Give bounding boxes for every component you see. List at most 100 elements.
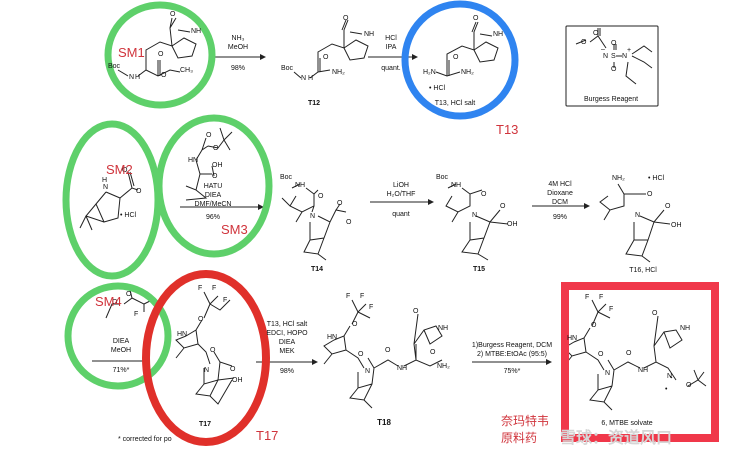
atom-label-s: S [611,53,616,60]
bond-path-9 [599,183,671,263]
atom-label-o: O [652,310,658,317]
atom-label-o: O [198,316,204,323]
step-2-reagent: IPA [385,44,397,51]
atom-label-cn: N [667,373,673,380]
atom-label-hn: HN [327,334,338,341]
atom-label-boc: Boc [108,63,121,70]
molecule-skeletons [79,17,707,411]
reaction-arrow-head [546,359,552,365]
bond-path-7 [281,183,347,261]
atom-label-nh: NH [397,365,408,372]
atom-label-nh: NH [438,325,449,332]
compound-label-t16: T16, HCl [629,267,657,274]
step-3-reagent: DMF/MeCN [194,201,232,208]
step-1-reagent: MeOH [227,44,249,51]
atom-label-hcl: • HCl [648,175,665,182]
bond-path-11 [175,291,235,405]
bond-path-4 [575,28,653,85]
bond-path-1 [117,17,197,77]
step-4-reagent: LiOH [393,182,409,189]
atom-label-o: O [430,349,436,356]
step-7-reagent: DIEA [278,339,296,346]
atom-label-f: F [369,304,374,311]
step-2-yield: quant. [381,65,401,72]
step-5-reagent: DCM [552,199,568,206]
step-8-reagent: 2) MTBE:EtOAc (95:5) [476,351,548,358]
annotation-sm4: SM4 [95,294,122,309]
annotation-marks [62,0,719,446]
atom-label-o: O [161,72,167,79]
atom-label-nh: NH [191,28,202,35]
atom-label-o: O [213,145,219,152]
atom-label-n: N [622,53,628,60]
step-5-reagent: Dioxane [547,190,573,197]
atom-label-nh2: NH₂ [461,69,474,76]
atom-label-nh: NH [638,367,649,374]
atom-label-o: O [352,321,358,328]
atom-label-h2n: H₂N [423,69,436,76]
atom-label-nh: NH [680,325,691,332]
atom-label-o: O [500,203,506,210]
atom-label-nh: NH [451,182,462,189]
step-3-reagent: DIEA [204,192,222,199]
step-7-reagent: EDCI, HOPO [266,330,308,337]
atom-label-f: F [223,297,228,304]
step-7-reagent: T13, HCl salt [266,321,308,328]
atom-label-f: F [212,285,217,292]
atom-label-o: O [598,351,604,358]
atom-label-o: O [581,39,587,46]
atom-label-hn: HN [567,335,578,342]
atom-label-o: O [611,66,617,73]
atom-label-o: O [343,15,349,22]
atom-label-n: N [103,184,109,191]
atom-label-o: O [206,132,212,139]
atom-label-n: N [365,368,371,375]
atom-label-o: O [158,51,164,58]
atom-label-o: O [593,30,599,37]
atom-label-hcl: • HCl [429,85,446,92]
bond-path-12 [323,299,443,409]
atom-label-n: N [204,367,210,374]
bond-path-5 [79,171,139,231]
bond-path-2 [293,19,369,79]
step-4-yield: quant [392,211,410,218]
annotation-t13: T13 [496,122,519,137]
atom-label-hn: HN [188,157,199,164]
compound-label-t12: T12 [307,100,321,107]
step-8-yield: 75%* [503,368,521,375]
bond-path-8 [445,183,509,261]
watermark: 雪球：资道风口 [560,430,673,447]
atom-label-n: N [301,75,307,82]
atom-label-o: O [170,11,176,18]
atom-label-o: O [323,54,329,61]
atom-label-n: N [472,212,478,219]
compound-label-t13: T13, HCl salt [434,100,476,107]
atom-label-o: O [473,15,479,22]
atom-label-o: O [358,351,364,358]
atom-label-o: O [126,291,132,298]
atom-label-nh: H [308,75,314,82]
atom-label-oh: OH [671,222,682,229]
annotation-t17: T17 [256,428,279,443]
atom-label-oh: OH [232,377,243,384]
compound-label-t17: T17 [198,421,212,428]
reaction-arrow-head [260,54,266,60]
atom-label-o: O [413,308,419,315]
atom-label-dot: • [665,386,668,393]
sm1-highlight-circle [104,1,216,109]
t13-highlight-circle [401,0,519,120]
reaction-arrow-head [584,203,590,209]
atom-label-f: F [360,293,365,300]
step-3-yield: 96% [205,214,221,221]
step-6-reagent: DIEA [112,338,130,345]
atom-label-nh: NH [364,31,375,38]
atom-label-nh: NH [493,31,504,38]
atom-label-o: O [647,191,653,198]
atom-label-o: O [112,299,118,306]
annotation-sm3: SM3 [221,222,248,237]
step-7-yield: 98% [279,368,295,375]
sm2-highlight-circle [62,120,162,280]
t17-highlight-circle [142,270,270,446]
atom-label-o: O [591,322,597,329]
compound-label-final: 6, MTBE solvate [601,420,653,427]
